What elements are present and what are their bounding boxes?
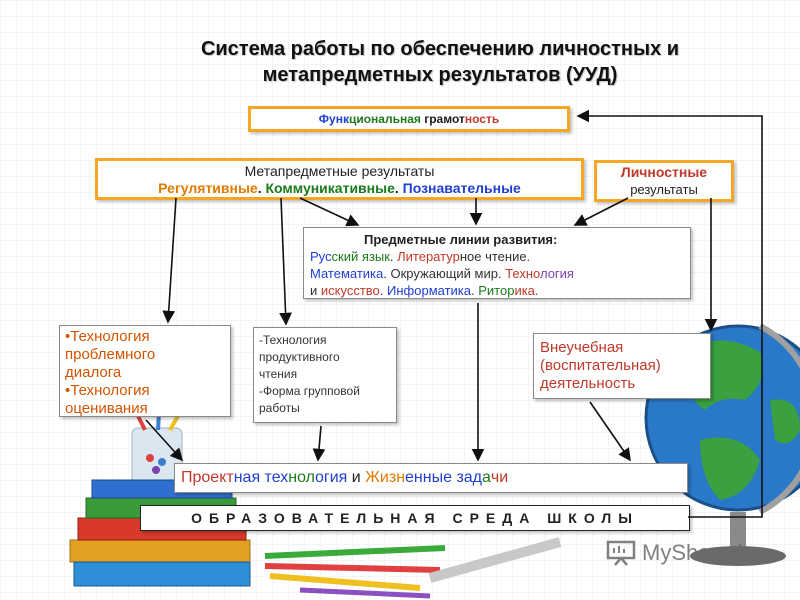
project-seg: и	[351, 469, 366, 486]
subject-lines-box: Предметные линии развития: Русский язык.…	[303, 227, 691, 299]
functional-literacy-seg: ность	[464, 112, 500, 126]
productive-reading-technology-box: -Технология продуктивного чтения -Форма …	[253, 327, 397, 423]
tech1-line: проблемного	[65, 346, 156, 363]
page-title: Система работы по обеспечению личностных…	[130, 36, 750, 88]
project-seg: нол	[288, 469, 315, 486]
extracurricular-activity-box: Внеучебная (воспитательная) деятельность	[533, 333, 711, 399]
metasubject-type-seg: .	[257, 180, 266, 196]
functional-literacy-seg: циональная	[348, 112, 425, 126]
subject-seg: .	[389, 249, 398, 264]
subject-seg: логия	[539, 266, 574, 281]
metasubject-type-seg: Познавательные	[402, 180, 521, 196]
metasubject-type-seg: .	[394, 180, 403, 196]
tech2-line: -Технология	[259, 333, 327, 347]
subject-seg: Информатика	[387, 283, 471, 298]
tech1-line: •Технология	[65, 382, 150, 399]
arrow-meta-to-tech1	[162, 197, 177, 324]
subject-seg: ное чтение.	[459, 249, 531, 264]
extracurricular-line: (воспитательная)	[540, 357, 661, 374]
subject-seg: Техно	[505, 266, 540, 281]
project-seg: ная тех	[233, 469, 289, 486]
project-seg: а	[482, 469, 491, 486]
tech2-line: чтения	[259, 367, 298, 381]
subject-line-2: Математика. Окружающий мир. Технология	[310, 265, 684, 282]
subject-seg: . Окружающий мир.	[383, 266, 506, 281]
project-seg: енные зад	[405, 469, 483, 486]
subject-seg: .	[471, 283, 479, 298]
title-line-2: метапредметных результатов (УУД)	[262, 64, 618, 86]
metasubject-type-seg: Регулятивные	[158, 180, 258, 196]
personal-results-subtitle: результаты	[630, 182, 698, 197]
title-line-1: Система работы по обеспечению личностных…	[200, 38, 680, 60]
extracurricular-line: Внеучебная	[540, 339, 624, 356]
metasubject-type-seg: Коммуникативные	[265, 180, 395, 196]
subject-seg: искусство	[320, 283, 380, 298]
subject-seg: Литератур	[397, 249, 460, 264]
tech1-line: оценивания	[65, 400, 148, 417]
arrow-tech2-to-project	[312, 425, 326, 462]
personal-results-box: Личностные результаты	[594, 160, 734, 202]
tech2-line: продуктивного	[259, 350, 340, 364]
myshared-watermark: MyShared	[606, 540, 742, 566]
watermark-text: MyShared	[642, 540, 743, 565]
subject-seg: ика.	[514, 283, 539, 298]
subject-seg: ский язык	[331, 249, 390, 264]
functional-literacy-seg: Функ	[318, 112, 349, 126]
tech1-line: диалога	[65, 364, 122, 381]
tech2-line: работы	[259, 401, 300, 415]
arrow-extracurricular-to-project	[589, 401, 631, 462]
arrow-meta-to-tech2	[279, 197, 292, 326]
project-seg: Жизн	[365, 469, 406, 486]
arrow-environment-feedback-loop	[576, 109, 763, 518]
subject-line-1: Русский язык. Литературное чтение.	[310, 248, 684, 265]
subject-seg: Ритор	[478, 283, 515, 298]
subject-line-3: и искусство. Информатика. Риторика.	[310, 282, 684, 299]
subject-seg: Рус	[310, 249, 332, 264]
project-seg: огия	[314, 469, 352, 486]
subject-seg: и	[310, 283, 321, 298]
metasubject-heading: Метапредметные результаты	[244, 163, 435, 179]
subject-lines-heading: Предметные линии развития:	[364, 232, 558, 247]
tech1-line: •Технология	[65, 328, 150, 345]
personal-results-title: Личностные	[620, 164, 708, 180]
tech2-line: -Форма групповой	[259, 384, 360, 398]
subject-seg: Математика	[310, 266, 384, 281]
problem-dialogue-technology-box: •Технология проблемного диалога •Техноло…	[59, 325, 231, 417]
arrow-personal-to-subject	[573, 197, 629, 226]
metasubject-types: Регулятивные. Коммуникативные. Познавате…	[98, 180, 581, 197]
pencils-illustration	[264, 537, 562, 599]
functional-literacy-seg: грамот	[424, 112, 465, 126]
presentation-board-icon	[606, 540, 636, 566]
arrow-tech1-to-project	[145, 419, 184, 462]
project-seg: чи	[490, 469, 509, 486]
school-educational-environment-bar: ОБРАЗОВАТЕЛЬНАЯ СРЕДА ШКОЛЫ	[140, 505, 690, 531]
subject-seg: .	[379, 283, 388, 298]
extracurricular-line: деятельность	[540, 375, 636, 392]
arrow-meta-to-subject-left	[299, 197, 360, 227]
metasubject-results-box: Метапредметные результаты Регулятивные. …	[95, 158, 584, 200]
project-seg: Проект	[181, 469, 234, 486]
